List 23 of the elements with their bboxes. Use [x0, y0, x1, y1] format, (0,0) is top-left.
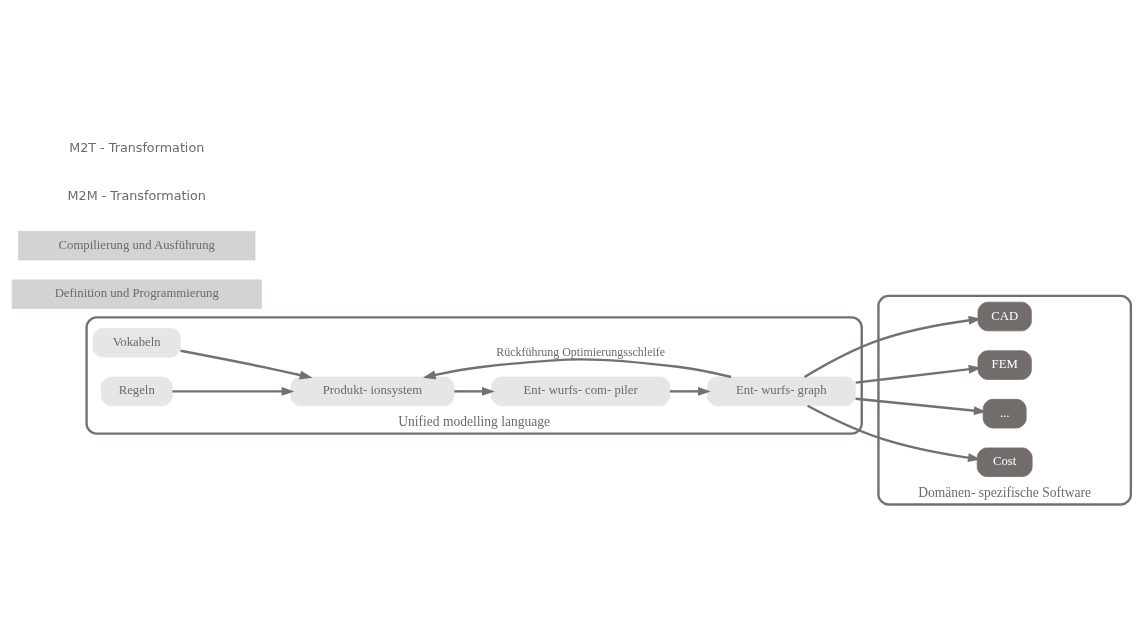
label: M2M - Transformation [67, 187, 206, 203]
node-box: Ent- wurfs- graph [706, 376, 856, 406]
node-box: Produkt- ionsystem [290, 376, 455, 406]
arrow [807, 404, 981, 462]
arrow [422, 357, 732, 379]
arrow [172, 386, 295, 396]
arrow [669, 386, 711, 396]
edge-label: Rückführung Optimierungsschleife [496, 344, 666, 359]
node-box: Cost [976, 447, 1033, 477]
arrow [180, 349, 313, 379]
arrow [855, 364, 982, 384]
node-box: Definition und Programmierung [11, 279, 262, 309]
node-box: Ent- wurfs- com- piler [491, 376, 671, 406]
arrow [855, 397, 987, 415]
arrow [454, 386, 495, 396]
node-box: Compilierung und Ausführung [18, 230, 256, 260]
node-box: CAD [977, 301, 1032, 331]
node-box: Vokabeln [92, 327, 181, 358]
node-box: FEM [977, 349, 1032, 380]
arrow [803, 315, 982, 378]
label: M2T - Transformation [69, 139, 205, 155]
node-box: ... [982, 398, 1027, 428]
node-box: Regeln [100, 376, 173, 406]
